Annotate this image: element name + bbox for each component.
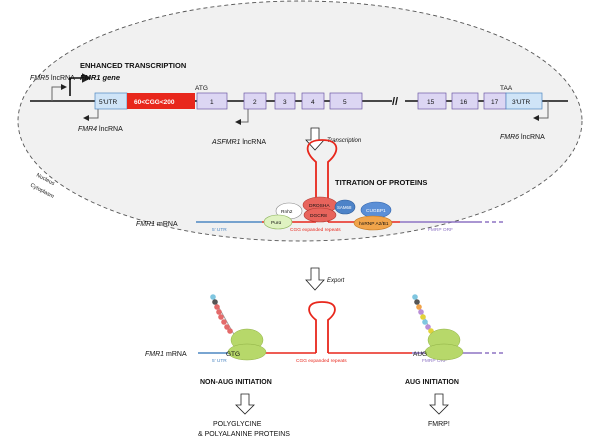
fmr6-arrow [533,101,549,121]
exon-1 [196,92,228,110]
exon-15-label: 15 [427,99,435,106]
hnrnp-label: hnRNP A2/B1 [359,221,389,227]
translation-repeats-label: CGG expanded repeats [296,358,347,364]
exon-3-label: 3 [283,99,287,106]
titration-repeats-label: CGG expanded repeats [290,227,341,233]
exon-5 [329,92,363,110]
fmr5-arrow [51,84,67,101]
transcription-label: Transcription [327,138,362,144]
left-nascent-polypeptide [210,294,237,339]
fmr5-lncrna-label: FMR5 lncRNA [30,75,75,82]
stop-codon-label: TAA [500,85,513,92]
exon-15 [417,92,447,110]
aug-codon-label: AUG [413,351,427,358]
fmr1-gene-label: FMR1 gene [80,73,120,82]
polyglycine-product-line2: & POLYALANINE PROTEINS [198,431,290,438]
non-aug-initiation-title: NON-AUG INITIATION [200,379,272,386]
pura-label: Purα [271,220,281,226]
translation-utr5-label: 5' UTR [212,358,227,364]
gtg-codon-label: GTG [226,351,240,358]
sam68-protein [334,199,356,215]
fmrp-product: FMRP! [428,421,450,428]
exon-1-label: 1 [210,99,214,106]
exon-4-label: 4 [311,99,315,106]
asfmr1-lncrna-label: ASFMR1 lncRNA [211,139,266,146]
translation-mrna-label: FMR1 mRNA [145,351,187,358]
titration-orf-label: FMRP ORF [428,227,453,233]
titration-title: TITRATION OF PROTEINS [335,178,427,187]
pura-protein [263,214,293,230]
dgcr8-label: DGCR8 [310,213,327,219]
right-ribosome [424,328,464,361]
right-nascent-polypeptide [412,294,435,339]
translation-orf-label: FMRP ORF [422,358,447,364]
exon-4 [301,92,325,110]
utr5-label: 5'UTR [99,99,118,106]
hnrnp-protein [353,215,393,231]
start-codon-label: ATG [195,85,208,92]
cgg-repeat-label: 60<CGG<200 [134,99,175,106]
cgg-repeat-box [127,93,195,109]
export-label: Export [327,278,345,284]
left-ribosome [227,328,267,361]
aug-initiation-title: AUG INITIATION [405,379,459,386]
utr3-label: 3'UTR [512,99,531,106]
titration-hairpin [306,139,338,222]
utr3-box [505,92,543,110]
exon-16 [451,92,479,110]
titration-mrna-label: FMR1 mRNA [136,221,178,228]
rnh2-label: Rnh2 [281,209,293,215]
sam68-label: SAM68 [337,205,352,210]
aug-output-arrow [429,393,449,415]
exon-3 [274,92,296,110]
drosha-label: DROSHA [309,203,330,209]
enhanced-transcription-title: ENHANCED TRANSCRIPTION [80,61,186,70]
cugbp1-label: CUGBP1 [366,208,386,214]
fmr1-promoter-arrow [69,73,92,96]
translation-hairpin [308,301,336,353]
polyglycine-product-line1: POLYGLYCINE [213,421,262,428]
nucleus-membrane [17,0,583,242]
titration-utr5-label: 5' UTR [212,227,227,233]
fmr4-lncrna-label: FMR4 lncRNA [78,126,123,133]
fmr6-lncrna-label: FMR6 lncRNA [500,134,545,141]
exon-16-label: 16 [460,99,468,106]
dna-break-mark: // [392,96,398,108]
exon-2-label: 2 [253,99,257,106]
non-aug-output-arrow [235,393,255,415]
exon-17-label: 17 [491,99,499,106]
export-arrow [305,267,325,291]
exon-2 [243,92,267,110]
dgcr8-protein [303,207,337,223]
transcription-arrow [305,127,325,151]
exon-5-label: 5 [343,99,347,106]
